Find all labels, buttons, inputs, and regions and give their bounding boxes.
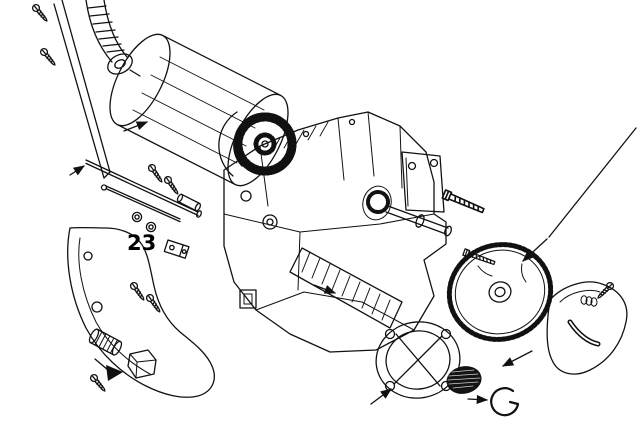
mounting-screw: [162, 174, 182, 197]
arbor-shaft: [362, 185, 453, 237]
guard-screw-and-spring: [580, 280, 616, 307]
washer: [131, 211, 143, 223]
mounting-screw: [146, 162, 166, 185]
belt-pulley: [107, 53, 141, 77]
drive-belt: [85, 0, 128, 63]
leader-arrows: [69, 121, 637, 405]
dust-nozzle: [88, 328, 123, 356]
retaining-ring: [490, 387, 520, 417]
clamp-block: [127, 349, 157, 379]
spacer: [176, 193, 202, 212]
panel-edge-lines: [53, 0, 111, 179]
vent-grille: [446, 366, 482, 394]
tie-rods: [85, 159, 202, 223]
mounting-screw: [30, 2, 51, 24]
clamp-flange: [375, 321, 461, 399]
callout-23-label: 23: [127, 231, 156, 255]
spring-boot: [289, 247, 403, 329]
right-guard-plate: [546, 281, 628, 375]
mounting-screw: [38, 46, 59, 68]
mounting-screws-top-left: [30, 2, 59, 68]
gear-housing: [223, 111, 447, 353]
screw-bottom-left: [88, 372, 109, 394]
mounting-screw: [594, 280, 616, 302]
hex-bolt: [441, 189, 486, 216]
motor-fan: [233, 112, 297, 176]
direction-arrow: [94, 358, 123, 381]
washers-and-spacer: [131, 193, 202, 233]
saw-blade: [446, 242, 554, 342]
mounting-clip: [163, 239, 190, 259]
mounting-screw: [128, 280, 148, 303]
